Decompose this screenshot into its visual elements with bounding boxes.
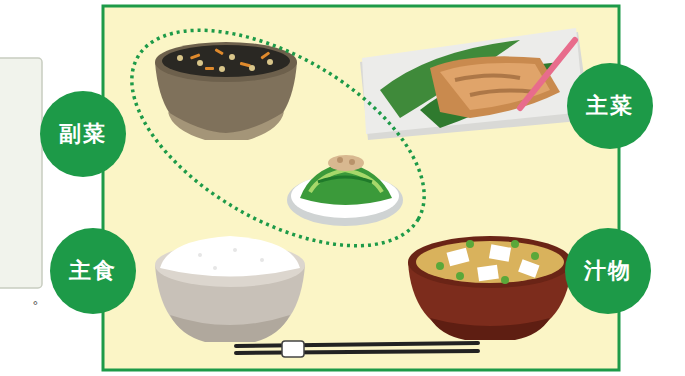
category-circle: 主食 — [50, 228, 136, 314]
grilled-fish-plate — [360, 28, 590, 140]
category-circle: 主菜 — [567, 63, 653, 149]
tray — [103, 6, 619, 370]
note-fragment: 。 — [32, 288, 48, 309]
hijiki-bowl — [155, 42, 297, 140]
category-label: 副菜 — [59, 119, 107, 149]
rice-bowl — [155, 236, 305, 342]
category-label: 汁物 — [584, 256, 632, 286]
miso-soup-bowl — [408, 236, 572, 340]
category-label: 主菜 — [586, 91, 634, 121]
category-circle: 副菜 — [40, 91, 126, 177]
category-circle: 汁物 — [565, 228, 651, 314]
group-outline — [97, 0, 460, 290]
vegetable-plate — [287, 155, 403, 226]
chopsticks — [236, 341, 478, 357]
side-panel — [0, 58, 42, 288]
category-label: 主食 — [69, 256, 117, 286]
